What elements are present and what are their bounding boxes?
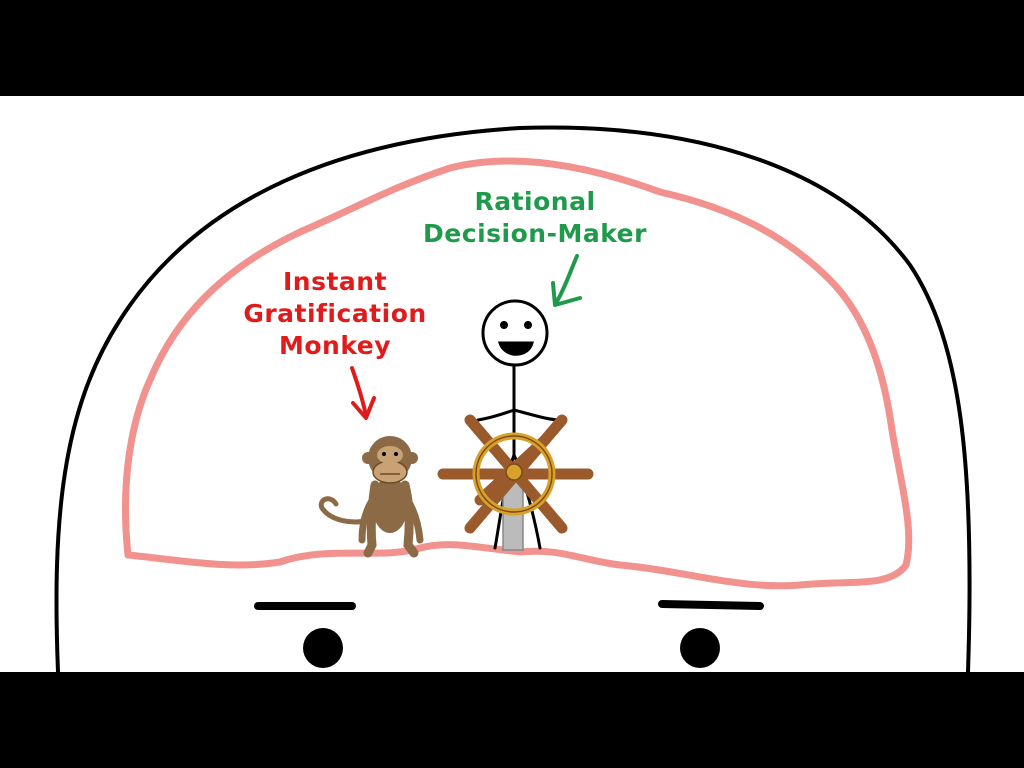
brain-outline <box>121 157 913 590</box>
left-eye <box>303 628 343 668</box>
instant-gratification-monkey-label: Instant Gratification Monkey <box>220 266 450 362</box>
letterbox-top <box>0 0 1024 96</box>
head-outline <box>54 125 972 674</box>
rational-arrow <box>551 254 582 307</box>
illustration-canvas <box>0 96 1024 672</box>
rational-label-line-2: Decision-Maker <box>423 219 647 248</box>
right-eye <box>680 628 720 668</box>
monkey-label-line-1: Instant <box>282 267 388 296</box>
rational-decision-maker-label: Rational Decision-Maker <box>390 186 680 250</box>
letterbox-bottom <box>0 672 1024 768</box>
monkey-label-line-3: Monkey <box>278 331 392 360</box>
rational-label-line-1: Rational <box>474 187 596 216</box>
monkey <box>318 436 424 558</box>
ship-wheel <box>437 414 594 551</box>
stick-figure <box>476 299 562 550</box>
monkey-label-line-2: Gratification <box>243 299 427 328</box>
right-eyebrow <box>658 600 764 610</box>
monkey-arrow <box>350 366 376 420</box>
